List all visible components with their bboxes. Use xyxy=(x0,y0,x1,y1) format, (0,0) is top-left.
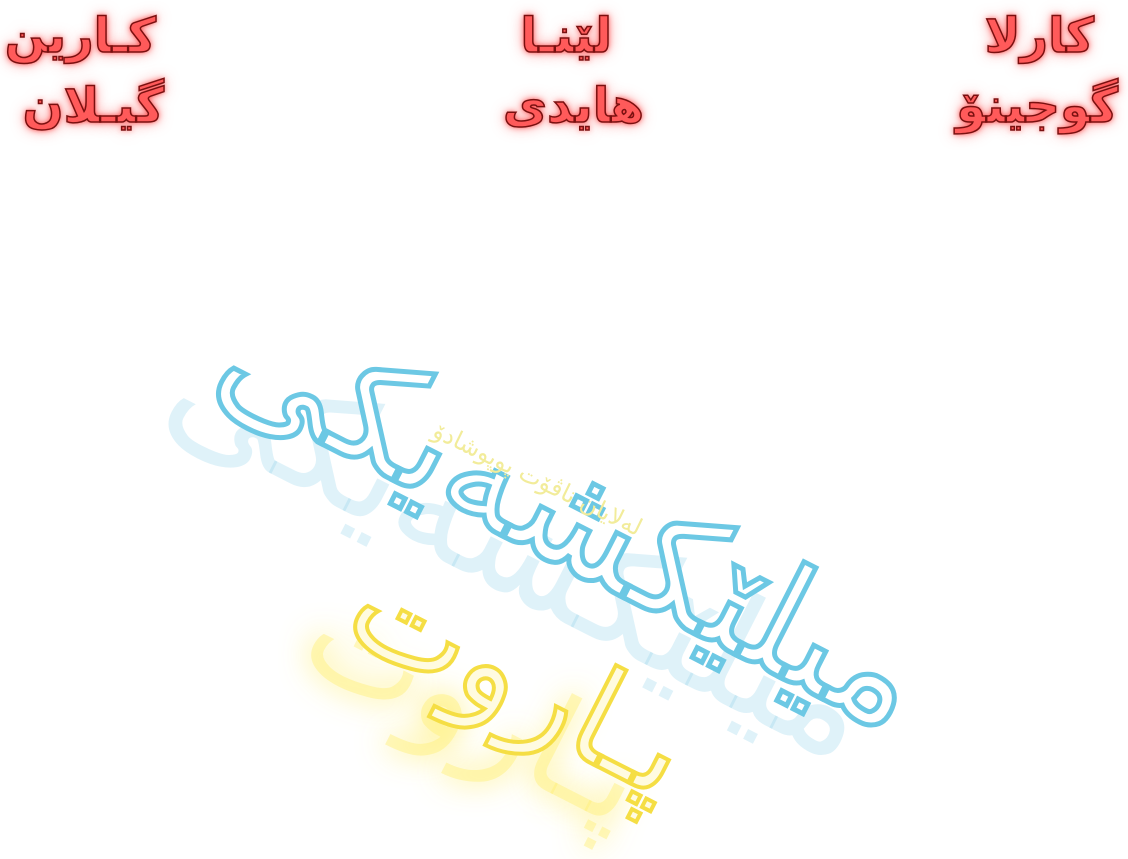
cast-name-karen: کـارین xyxy=(4,8,157,64)
cast-name-lena: لێنـا xyxy=(520,8,613,64)
cast-name-headey: هایدی xyxy=(502,78,645,134)
cast-name-gillan: گیـلان xyxy=(22,78,165,134)
cast-name-gugino: گوجینۆ xyxy=(955,78,1118,134)
cast-name-carla: كارلا xyxy=(984,8,1095,64)
